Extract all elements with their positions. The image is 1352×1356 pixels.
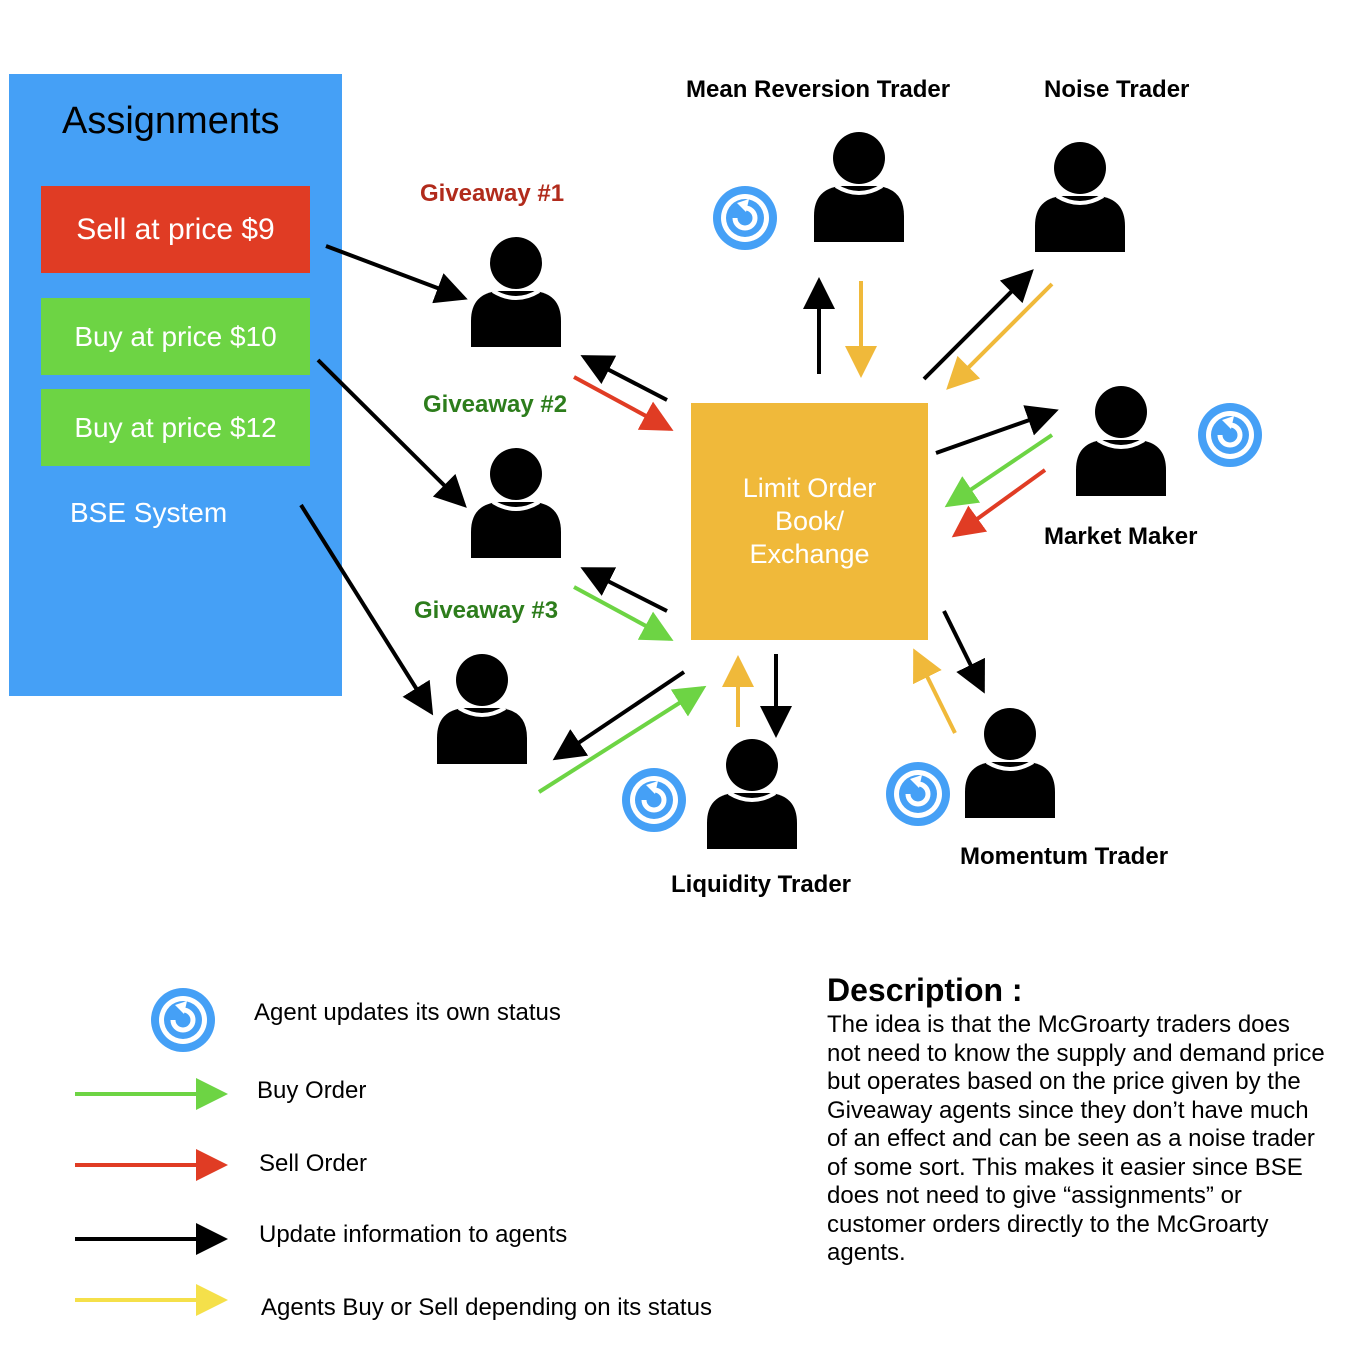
arrow-exchange-to-momentum [942,610,985,694]
noise-trader-label: Noise Trader [1044,76,1190,103]
market-maker-person-icon [1074,384,1168,498]
arrow-giveaway1-sell [573,375,674,431]
legend-trade-label: Agents Buy or Sell depending on its stat… [261,1294,712,1321]
legend-sell-label: Sell Order [259,1150,368,1177]
momentum-trader-person-icon [963,706,1057,820]
giveaway1-person-icon [469,235,563,349]
arrow-bse-to-giveaway3 [299,503,434,716]
giveaway3-label: Giveaway #3 [414,597,559,624]
arrow-market-maker-buy [944,433,1054,508]
legend-refresh-icon [151,988,215,1052]
arrow-sell-to-giveaway1 [325,244,468,304]
liquidity-trader-label: Liquidity Trader [671,871,852,898]
arrow-exchange-to-market-maker [935,405,1059,455]
liquidity-trader-person-icon [705,737,799,851]
arrow-exchange-to-noise [922,269,1034,381]
buy-assignment-12: Buy at price $12 [41,389,310,466]
giveaway2-person-icon [469,446,563,560]
arrow-noise-trade [946,282,1054,390]
momentum-refresh-icon [886,762,950,826]
market-maker-refresh-icon [1198,403,1262,467]
momentum-trader-label: Momentum Trader [960,843,1169,870]
sell-assignment: Sell at price $9 [41,186,310,273]
arrow-giveaway3-buy [537,685,707,794]
mean-reversion-person-icon [812,130,906,244]
legend-buy-label: Buy Order [257,1077,367,1104]
arrow-giveaway2-buy [573,585,674,641]
arrow-buy10-to-giveaway2 [316,358,467,508]
arrow-exchange-to-giveaway2 [580,567,668,613]
liquidity-refresh-icon [622,768,686,832]
description-body: The idea is that the McGroarty traders d… [827,1011,1325,1266]
noise-trader-person-icon [1033,140,1127,254]
legend-self-update-label: Agent updates its own status [254,999,561,1026]
market-maker-label: Market Maker [1044,523,1198,550]
assignments-title: Assignments [62,100,280,142]
limit-order-book: Limit Order Book/ Exchange [691,403,928,640]
description-title: Description : [827,972,1023,1008]
bse-system-label: BSE System [70,497,228,528]
arrow-market-maker-sell [951,468,1047,538]
giveaway3-person-icon [435,652,529,766]
arrow-exchange-to-giveaway3 [552,670,686,761]
giveaway2-label: Giveaway #2 [423,391,568,418]
giveaway1-label: Giveaway #1 [420,180,565,207]
assignments-panel [9,74,342,696]
buy-assignment-10: Buy at price $10 [41,298,310,375]
mean-reversion-refresh-icon [713,186,777,250]
mean-reversion-label: Mean Reversion Trader [686,76,951,103]
legend-update-label: Update information to agents [259,1221,568,1248]
arrow-exchange-to-giveaway1 [580,355,668,402]
arrow-momentum-trade [913,648,957,734]
